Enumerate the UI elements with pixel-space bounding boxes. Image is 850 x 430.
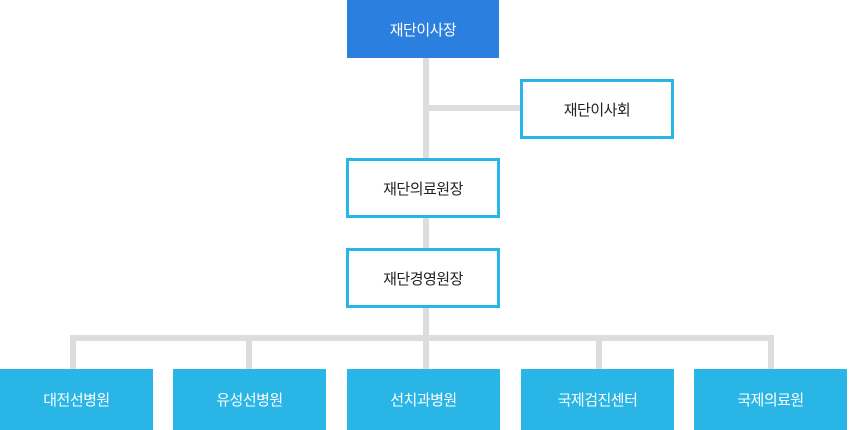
node-unit-sun-dental-hospital: 선치과병원 bbox=[347, 369, 500, 430]
node-management-director: 재단경영원장 bbox=[346, 248, 500, 308]
node-unit-yuseong-sun-hospital: 유성선병원 bbox=[173, 369, 326, 430]
connector-unit-3 bbox=[423, 335, 429, 369]
connector-management-down bbox=[423, 308, 429, 338]
connector-horizontal-bus bbox=[70, 335, 774, 341]
node-board: 재단이사회 bbox=[520, 79, 674, 139]
connector-unit-4 bbox=[596, 335, 602, 369]
node-unit-international-checkup-center: 국제검진센터 bbox=[521, 369, 674, 430]
node-unit-daejeon-sun-hospital: 대전선병원 bbox=[0, 369, 153, 430]
connector-to-board bbox=[423, 105, 521, 111]
node-medical-director: 재단의료원장 bbox=[346, 158, 500, 218]
connector-unit-1 bbox=[70, 335, 76, 369]
node-unit-international-medical-center: 국제의료원 bbox=[694, 369, 847, 430]
connector-medical-to-management bbox=[423, 218, 429, 248]
connector-unit-2 bbox=[246, 335, 252, 369]
node-chairman: 재단이사장 bbox=[347, 0, 499, 58]
connector-unit-5 bbox=[768, 335, 774, 369]
